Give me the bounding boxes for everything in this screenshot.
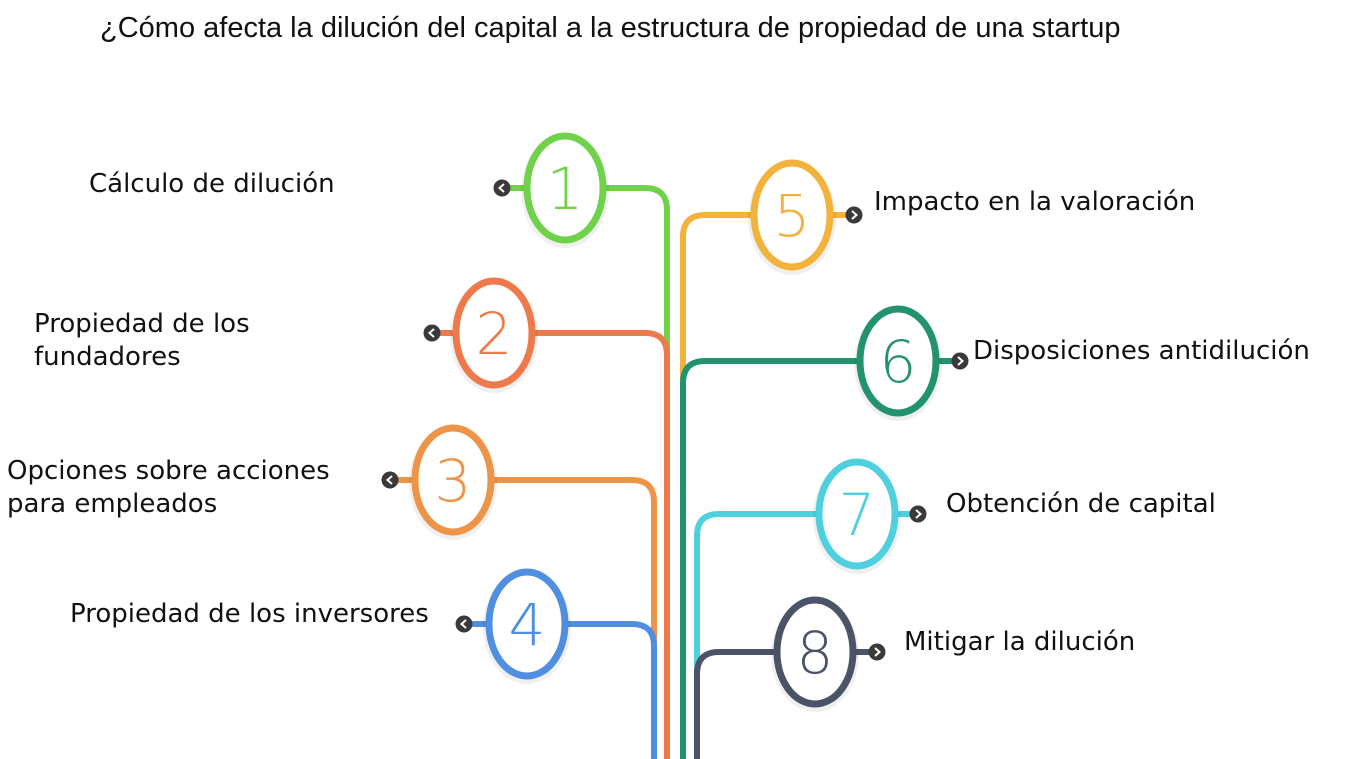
item-label-line: fundadores	[34, 342, 181, 372]
node-number-6: 6	[880, 328, 917, 396]
arrow-marker-icon-5	[845, 206, 863, 224]
node-number-8: 8	[797, 619, 834, 687]
node-circles: 1 2 3 4 5 6 7 8	[381, 132, 969, 712]
arrow-marker-icon-1	[493, 179, 511, 197]
connector-2	[494, 330, 670, 759]
node-6: 6	[854, 305, 942, 421]
node-4: 4	[483, 568, 571, 684]
item-label-line: Impacto en la valoración	[874, 187, 1195, 217]
connector-3	[453, 477, 657, 759]
node-8: 8	[771, 596, 859, 712]
item-label-line: Propiedad de los	[34, 309, 250, 339]
arrow-marker-icon-7	[909, 505, 927, 523]
arrow-marker-icon-6	[951, 352, 969, 370]
node-number-7: 7	[839, 481, 876, 549]
node-2: 2	[450, 277, 538, 393]
connector-6	[680, 358, 898, 759]
arrow-marker-icon-3	[381, 471, 399, 489]
item-label-line: Propiedad de los inversores	[70, 599, 429, 629]
connector-7	[694, 511, 857, 759]
connector-8	[694, 649, 815, 759]
item-label-7: Obtención de capital	[946, 489, 1216, 519]
item-label-line: para empleados	[7, 489, 217, 519]
node-5: 5	[748, 159, 836, 275]
connector-4	[527, 621, 657, 759]
item-label-line: Obtención de capital	[946, 489, 1216, 519]
item-label-line: Opciones sobre acciones	[7, 456, 330, 486]
node-number-4: 4	[509, 591, 546, 659]
connector-lines	[390, 185, 960, 759]
item-label-4: Propiedad de los inversores	[70, 599, 429, 629]
item-label-6: Disposiciones antidilución	[973, 336, 1310, 366]
arrow-marker-icon-4	[455, 615, 473, 633]
node-number-1: 1	[547, 155, 584, 223]
item-label-5: Impacto en la valoración	[874, 187, 1195, 217]
item-label-line: Cálculo de dilución	[89, 169, 335, 199]
item-label-line: Disposiciones antidilución	[973, 336, 1310, 366]
connector-1	[565, 185, 670, 759]
node-number-2: 2	[476, 300, 513, 368]
node-number-5: 5	[774, 182, 811, 250]
item-label-1: Cálculo de dilución	[89, 169, 335, 199]
node-7: 7	[813, 458, 901, 574]
item-label-8: Mitigar la dilución	[904, 627, 1135, 657]
connector-5	[680, 212, 792, 759]
item-label-line: Mitigar la dilución	[904, 627, 1135, 657]
node-3: 3	[409, 424, 497, 540]
diagram-title: ¿Cómo afecta la dilución del capital a l…	[100, 12, 1121, 44]
arrow-marker-icon-2	[423, 324, 441, 342]
node-number-3: 3	[435, 447, 472, 515]
arrow-marker-icon-8	[868, 643, 886, 661]
node-1: 1	[521, 132, 609, 248]
